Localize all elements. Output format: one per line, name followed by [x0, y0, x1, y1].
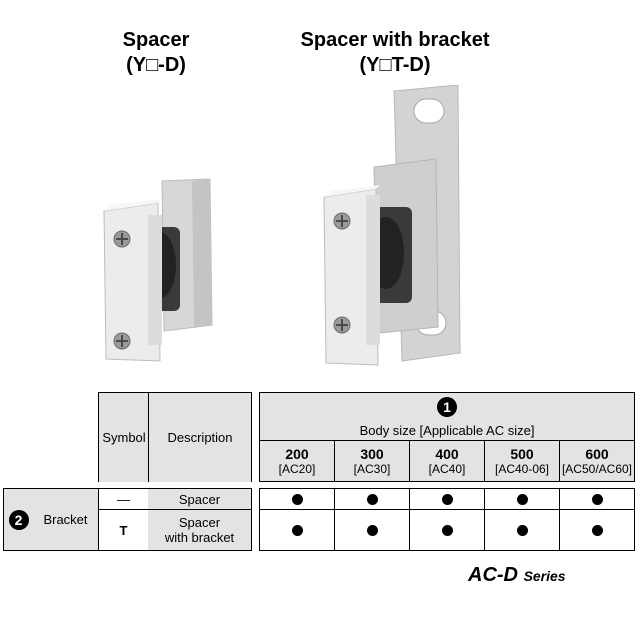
series-label: AC-D Series [468, 564, 566, 587]
filled-dot-icon [366, 524, 378, 536]
filled-dot-icon [591, 524, 603, 536]
description-header: Description [148, 392, 252, 482]
spacer-code: (Y□-D) [126, 54, 186, 76]
row-1-mark-400 [409, 488, 485, 510]
spacer-image [103, 178, 213, 362]
row-2-symbol: T [98, 509, 149, 551]
spacer-bracket-title: Spacer with bracket [300, 29, 490, 51]
bracket-label: Bracket [33, 488, 99, 551]
filled-dot-icon [441, 493, 453, 505]
row-2-mark-400 [409, 509, 485, 551]
row-1-mark-500 [484, 488, 560, 510]
row-1-mark-300 [334, 488, 410, 510]
body-size-badge-cell: 1 [259, 392, 635, 421]
filled-dot-icon [291, 524, 303, 536]
row-1-symbol: — [98, 488, 149, 510]
filled-dot-icon [516, 493, 528, 505]
row-1-mark-600 [559, 488, 635, 510]
size-number: 300 [360, 446, 384, 462]
series-name: AC-D [468, 564, 518, 586]
size-ac: [AC40-06] [494, 462, 550, 476]
row-2-mark-200 [259, 509, 335, 551]
row-1-description: Spacer [148, 488, 252, 510]
row-2-description: Spacer with bracket [148, 509, 252, 551]
size-ac: [AC30] [353, 462, 391, 476]
size-number: 200 [285, 446, 309, 462]
size-header-300: 300 [AC30] [334, 440, 410, 482]
size-ac: [AC40] [428, 462, 466, 476]
spacer-bracket-caption: Spacer with bracket (Y□T-D) [280, 28, 510, 78]
row-2-description-line2: with bracket [164, 530, 235, 545]
size-number: 400 [435, 446, 459, 462]
size-ac: [AC20] [278, 462, 316, 476]
size-number: 600 [585, 446, 609, 462]
filled-dot-icon [366, 493, 378, 505]
row-1-mark-200 [259, 488, 335, 510]
symbol-header: Symbol [98, 392, 149, 482]
row-2-mark-300 [334, 509, 410, 551]
filled-dot-icon [441, 524, 453, 536]
spacer-bracket-image [323, 85, 461, 366]
spacer-title: Spacer [122, 29, 190, 51]
series-suffix: Series [523, 568, 566, 584]
bracket-badge-cell: 2 [3, 488, 34, 551]
number-1-badge: 1 [437, 397, 457, 417]
number-2-badge: 2 [8, 509, 29, 530]
size-header-600: 600 [AC50/AC60] [559, 440, 635, 482]
row-2-mark-500 [484, 509, 560, 551]
size-header-500: 500 [AC40-06] [484, 440, 560, 482]
row-2-description-line1: Spacer [178, 515, 221, 530]
size-header-400: 400 [AC40] [409, 440, 485, 482]
row-2-mark-600 [559, 509, 635, 551]
size-header-200: 200 [AC20] [259, 440, 335, 482]
size-number: 500 [510, 446, 534, 462]
spacer-bracket-code: (Y□T-D) [359, 54, 431, 76]
filled-dot-icon [591, 493, 603, 505]
size-ac: [AC50/AC60] [561, 462, 633, 476]
spacer-caption: Spacer (Y□-D) [96, 28, 216, 78]
filled-dot-icon [291, 493, 303, 505]
filled-dot-icon [516, 524, 528, 536]
body-size-header: Body size [Applicable AC size] [259, 421, 635, 441]
